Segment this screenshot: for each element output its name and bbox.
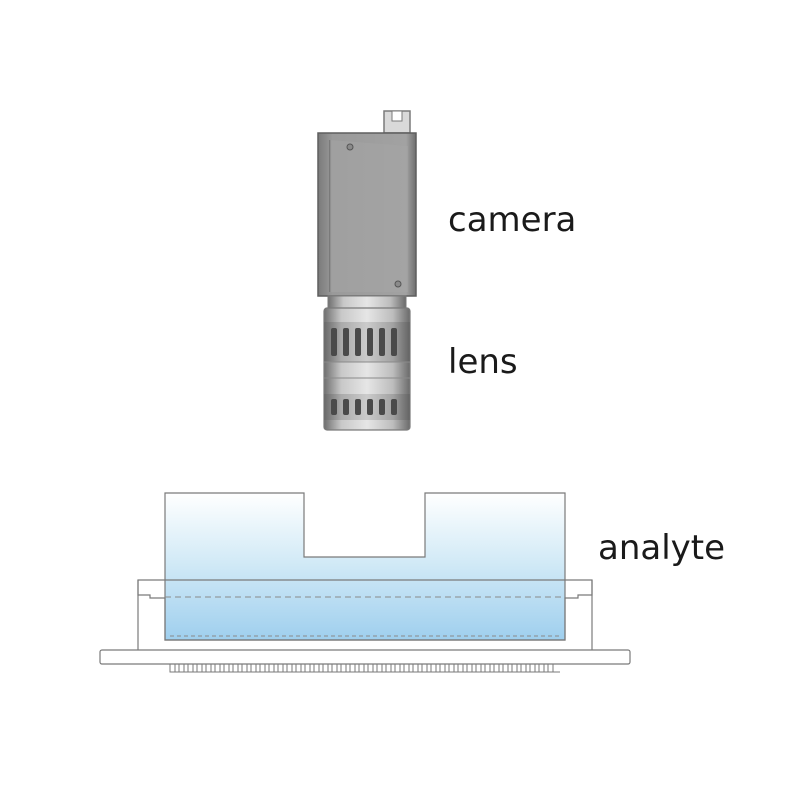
lens-label: lens [448, 342, 518, 382]
camera-icon [317, 110, 417, 297]
camera-label: camera [448, 200, 577, 240]
lens-icon [323, 295, 411, 431]
analyte-label: analyte [598, 528, 726, 568]
analyte-container-icon [99, 492, 631, 673]
